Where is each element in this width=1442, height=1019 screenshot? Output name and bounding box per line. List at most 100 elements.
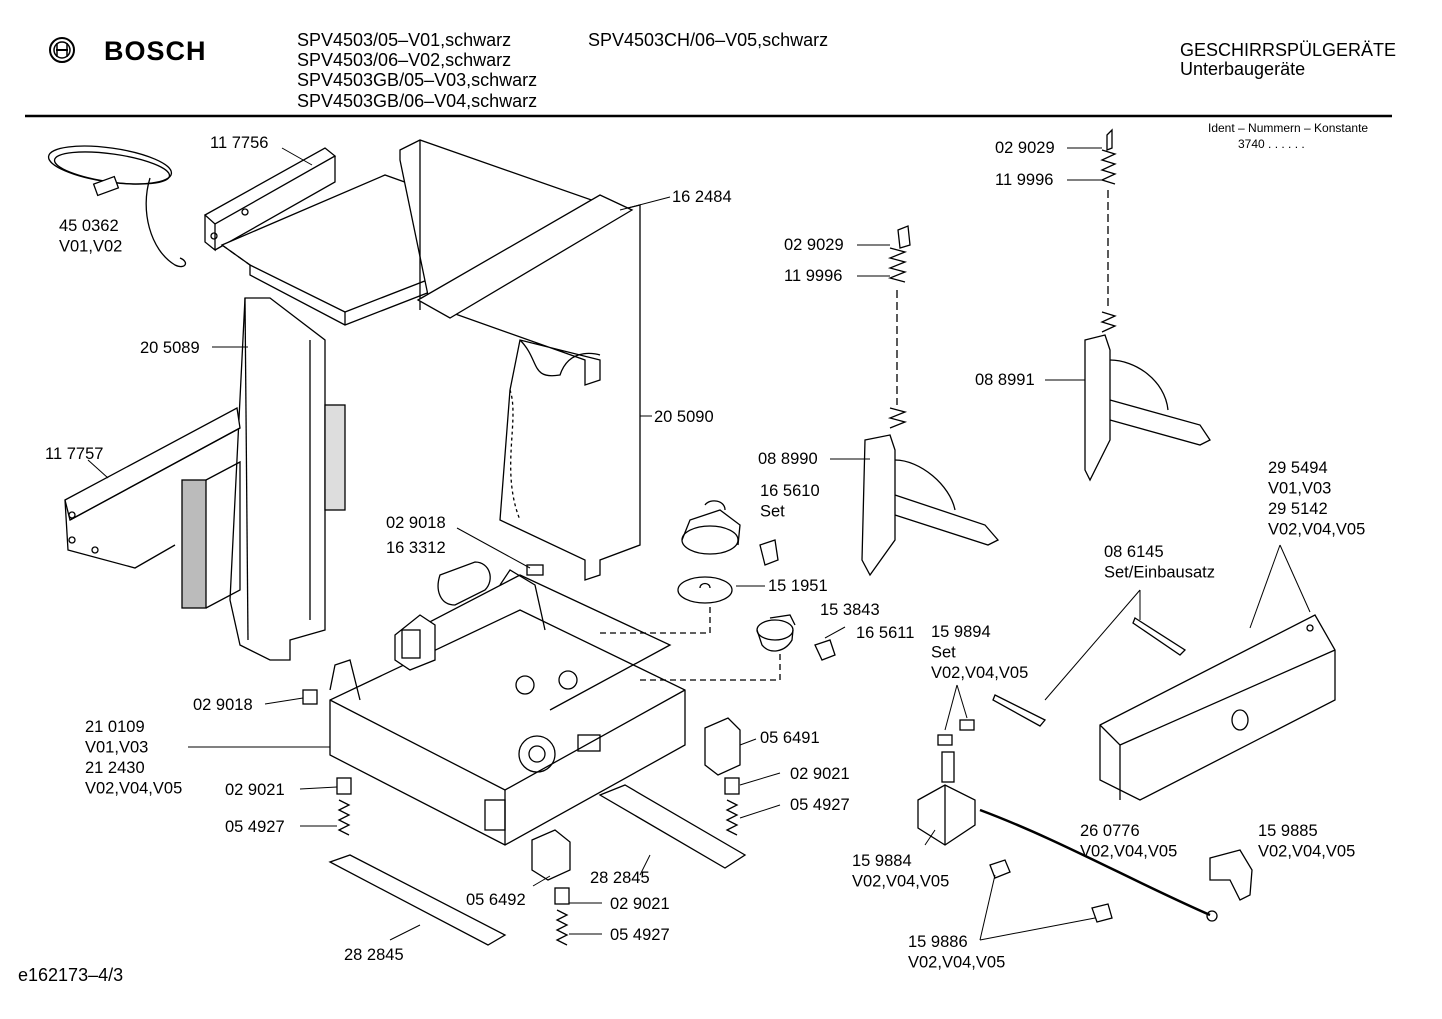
part-label-line: 08 8990	[758, 450, 818, 468]
part-label-line: 20 5089	[140, 339, 200, 357]
part-label: 05 4927	[225, 818, 285, 836]
model-line: SPV4503CH/06–V05,schwarz	[588, 30, 829, 50]
part-label-line: 16 5611	[856, 624, 914, 642]
power-cord-part	[47, 145, 187, 268]
insulation-mat-part	[416, 194, 634, 319]
brand-name: BOSCH	[104, 36, 207, 66]
model-line: SPV4503GB/05–V03,schwarz	[297, 70, 538, 90]
assembly-guide-lines	[600, 605, 781, 681]
kick-plate-part	[1099, 614, 1336, 801]
part-label-line: 02 9029	[784, 236, 844, 254]
top-rail-part	[203, 147, 337, 252]
part-label-line: V01,V03	[85, 739, 148, 757]
part-label-line: 45 0362	[59, 217, 119, 235]
part-label-line: 20 5090	[654, 408, 714, 426]
part-label-line: 08 8991	[975, 371, 1035, 389]
part-label: 16 2484	[672, 188, 732, 206]
pressure-switch-part	[756, 614, 836, 661]
ident-label: Ident – Nummern – Konstante	[1208, 121, 1369, 135]
cable-clip-part	[989, 859, 1113, 923]
ident-value: 3740 . . . . . .	[1238, 137, 1305, 151]
part-label-line: 16 3312	[386, 539, 446, 557]
part-label-line: V02,V04,V05	[1080, 843, 1177, 861]
hinge-bracket-part	[917, 751, 976, 846]
part-label: 15 1951	[768, 577, 828, 595]
part-label-line: 02 9021	[610, 895, 670, 913]
part-label-line: Set/Einbausatz	[1104, 564, 1215, 582]
part-label: 11 7757	[45, 445, 103, 463]
part-label: 05 4927	[610, 926, 670, 944]
angle-bracket-lower-part	[531, 829, 571, 881]
foot-rail-part	[328, 784, 747, 946]
part-label-line: V02,V04,V05	[1258, 843, 1355, 861]
part-label: 08 8991	[975, 371, 1035, 389]
part-label: 20 5089	[140, 339, 200, 357]
part-label-line: 08 6145	[1104, 543, 1164, 561]
part-label-line: 02 9018	[386, 514, 446, 532]
model-line: SPV4503/05–V01,schwarz	[297, 30, 512, 50]
part-label-line: V02,V04,V05	[1268, 521, 1365, 539]
model-line: SPV4503GB/06–V04,schwarz	[297, 91, 538, 111]
mounting-strip-part	[992, 617, 1187, 727]
part-label-line: V02,V04,V05	[908, 954, 1005, 972]
part-label-line: V02,V04,V05	[852, 873, 949, 891]
hinge-assembly-left-part	[861, 225, 1000, 577]
drawing-id: e162173–4/3	[18, 965, 124, 985]
spring-clip-part	[937, 719, 975, 746]
part-label-line: 29 5494	[1268, 459, 1328, 477]
part-label: 05 4927	[790, 796, 850, 814]
part-label: 16 3312	[386, 539, 446, 557]
part-label-line: 15 9884	[852, 852, 912, 870]
part-label-line: 05 4927	[610, 926, 670, 944]
category-title: GESCHIRRSPÜLGERÄTE	[1180, 40, 1397, 60]
part-label-line: 29 5142	[1268, 500, 1328, 518]
part-label-line: 05 4927	[790, 796, 850, 814]
part-label: 08 8990	[758, 450, 818, 468]
model-line: SPV4503/06–V02,schwarz	[297, 50, 512, 70]
part-label-line: V01,V02	[59, 238, 122, 256]
part-label-line: 05 6491	[760, 729, 820, 747]
part-label-line: 15 9885	[1258, 822, 1318, 840]
cable-part	[979, 808, 1211, 917]
part-label: 28 2845	[590, 869, 650, 887]
part-label: 11 9996	[784, 267, 842, 285]
part-label-line: Set	[760, 503, 785, 521]
part-label-line: 15 3843	[820, 601, 880, 619]
part-label: 05 6491	[760, 729, 820, 747]
part-label-line: V02,V04,V05	[85, 780, 182, 798]
part-label-line: 02 9018	[193, 696, 253, 714]
part-label-line: Set	[931, 644, 956, 662]
lower-rail-part	[64, 406, 241, 569]
part-label: 11 7756	[210, 134, 268, 152]
part-label: 02 9021	[610, 895, 670, 913]
bosch-logo-icon	[49, 37, 75, 63]
part-label-line: 26 0776	[1080, 822, 1140, 840]
part-label-line: 11 7757	[45, 445, 103, 463]
part-label-line: 05 6492	[466, 891, 526, 909]
hinge-assembly-right-part	[1084, 128, 1211, 482]
clip-part	[302, 564, 544, 705]
part-label: 15 3843	[820, 601, 880, 619]
part-label-line: 15 9886	[908, 933, 968, 951]
part-label-line: 15 1951	[768, 577, 828, 595]
part-label-line: 21 0109	[85, 718, 145, 736]
part-label-line: 02 9021	[790, 765, 850, 783]
part-label: 28 2845	[344, 946, 404, 964]
part-label: 02 9018	[193, 696, 253, 714]
cable-guide-part	[1206, 849, 1253, 922]
float-chamber-part	[681, 500, 779, 566]
part-label-line: V01,V03	[1268, 480, 1331, 498]
part-label: 16 5611	[856, 624, 914, 642]
side-panel-left-part	[229, 297, 346, 661]
part-label-line: 28 2845	[590, 869, 650, 887]
part-label: 02 9018	[386, 514, 446, 532]
part-label-line: 15 9894	[931, 623, 991, 641]
